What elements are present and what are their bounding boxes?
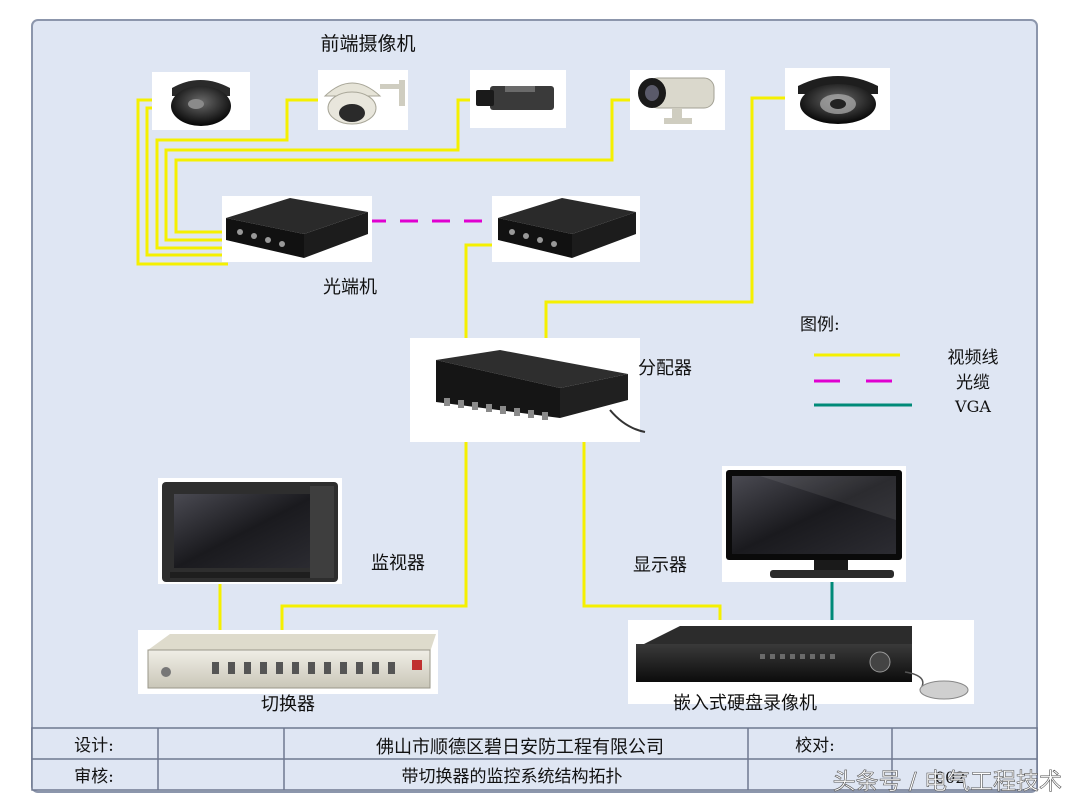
display-label: 显示器 — [633, 555, 687, 576]
camera-2-ptz — [318, 70, 408, 130]
check-label: 校对: — [795, 736, 835, 756]
video-distributor — [410, 338, 646, 442]
fiber-unit-label: 光端机 — [323, 277, 377, 298]
camera-1-dome — [152, 72, 250, 130]
distributor-label: 分配器 — [638, 358, 692, 379]
video-cable-camera-4 — [174, 98, 632, 234]
embedded-dvr — [628, 620, 974, 704]
drawing-title: 带切换器的监控系统结构拓扑 — [402, 767, 623, 787]
dvr-label: 嵌入式硬盘录像机 — [673, 693, 817, 714]
legend-label-fiber: 光缆 — [956, 373, 990, 393]
fiber-receiver — [492, 196, 640, 262]
video-switcher — [138, 630, 438, 694]
video-cable-camera-3 — [164, 98, 470, 242]
design-label: 设计: — [74, 736, 114, 756]
review-label: 审核: — [74, 767, 114, 787]
video-cable-camera-5 — [544, 96, 788, 352]
legend: 图例: 视频线 光缆 VGA — [800, 315, 999, 416]
lcd-display — [722, 466, 906, 582]
title-block: 设计: 审核: 佛山市顺德区碧日安防工程有限公司 带切换器的监控系统结构拓扑 校… — [31, 727, 1038, 791]
camera-3-box — [470, 70, 566, 128]
camera-4-bullet — [630, 70, 725, 130]
crt-monitor — [158, 478, 342, 584]
legend-title: 图例: — [800, 315, 840, 335]
monitor-label: 监视器 — [371, 553, 425, 574]
cameras-title: 前端摄像机 — [320, 33, 415, 55]
video-cables — [136, 96, 788, 637]
drawing-code: 002 — [935, 768, 966, 787]
company-name: 佛山市顺德区碧日安防工程有限公司 — [376, 737, 664, 758]
legend-label-video: 视频线 — [948, 348, 999, 368]
switcher-label: 切换器 — [261, 694, 315, 715]
camera-5-dome — [785, 68, 890, 130]
video-cable-distributor-switcher — [280, 412, 468, 637]
legend-label-vga: VGA — [954, 397, 991, 416]
video-cable-camera-2 — [155, 98, 320, 250]
watermark: 头条号 / 电气工程技术 — [833, 769, 1062, 795]
fiber-transmitter — [222, 196, 372, 262]
video-cable-distributor-dvr — [582, 412, 722, 628]
